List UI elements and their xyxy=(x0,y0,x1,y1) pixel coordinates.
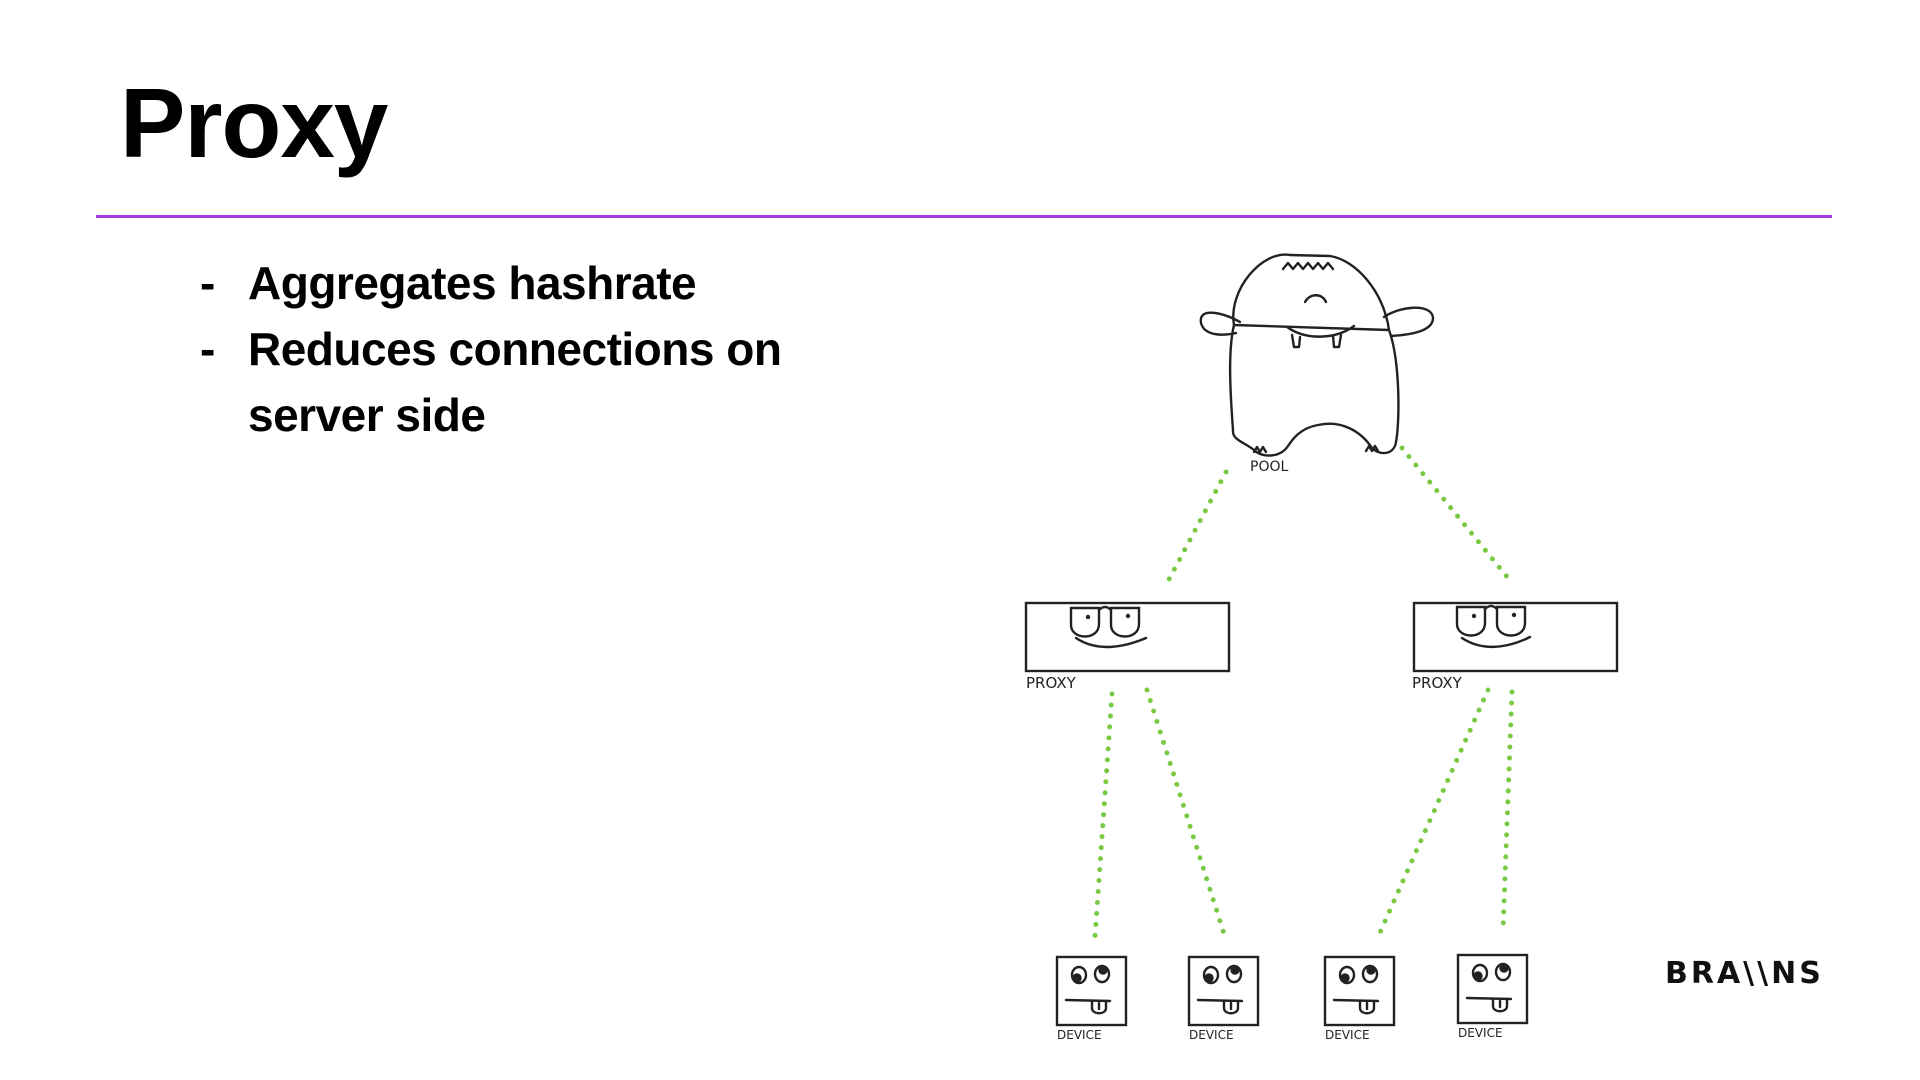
proxy-box xyxy=(1412,601,1619,673)
proxy-node-1: PROXY xyxy=(1024,601,1231,692)
device-node-2: DEVICE xyxy=(1187,955,1260,1042)
edge-proxy-1-device-2 xyxy=(1144,687,1228,940)
device-box xyxy=(1323,955,1396,1027)
glasses-face-icon xyxy=(1069,605,1148,649)
monster-icon xyxy=(1199,253,1435,457)
device-box xyxy=(1187,955,1260,1027)
bullet-item: - Reduces connections on server side xyxy=(200,316,840,448)
title-divider xyxy=(96,215,1832,218)
device-label: DEVICE xyxy=(1325,1028,1370,1042)
bullet-marker: - xyxy=(200,323,215,375)
silly-face-icon xyxy=(1196,964,1244,1015)
device-label: DEVICE xyxy=(1057,1028,1102,1042)
bullet-marker: - xyxy=(200,257,215,309)
silly-face-icon xyxy=(1465,962,1513,1013)
device-box xyxy=(1055,955,1128,1027)
edge-pool-proxy-2 xyxy=(1399,445,1511,581)
device-label: DEVICE xyxy=(1458,1026,1503,1040)
pool-label: POOL xyxy=(1250,459,1288,475)
device-node-1: DEVICE xyxy=(1055,955,1128,1042)
device-label: DEVICE xyxy=(1189,1028,1234,1042)
bullet-item: - Aggregates hashrate xyxy=(200,250,840,316)
proxy-label: PROXY xyxy=(1412,674,1463,692)
device-box xyxy=(1456,953,1529,1025)
slide-title: Proxy xyxy=(120,68,388,178)
proxy-node-2: PROXY xyxy=(1412,601,1619,692)
pool-node: POOL xyxy=(1199,253,1435,475)
silly-face-icon xyxy=(1064,964,1112,1015)
device-node-4: DEVICE xyxy=(1456,953,1529,1040)
edge-proxy-1-device-1 xyxy=(1092,691,1115,940)
silly-face-icon xyxy=(1332,964,1380,1015)
edge-proxy-2-device-3 xyxy=(1375,687,1491,940)
proxy-box xyxy=(1024,601,1231,673)
edge-pool-proxy-1 xyxy=(1163,469,1229,588)
bullet-text: Reduces connections on server side xyxy=(248,323,782,441)
device-node-3: DEVICE xyxy=(1323,955,1396,1042)
bullet-list: - Aggregates hashrate - Reduces connecti… xyxy=(200,250,840,448)
proxy-label: PROXY xyxy=(1026,674,1077,692)
braiins-logo: BRA\\NS xyxy=(1665,956,1824,991)
glasses-face-icon xyxy=(1455,604,1532,649)
connectors xyxy=(1092,445,1515,940)
edge-proxy-2-device-4 xyxy=(1500,689,1515,933)
bullet-text: Aggregates hashrate xyxy=(248,257,697,309)
